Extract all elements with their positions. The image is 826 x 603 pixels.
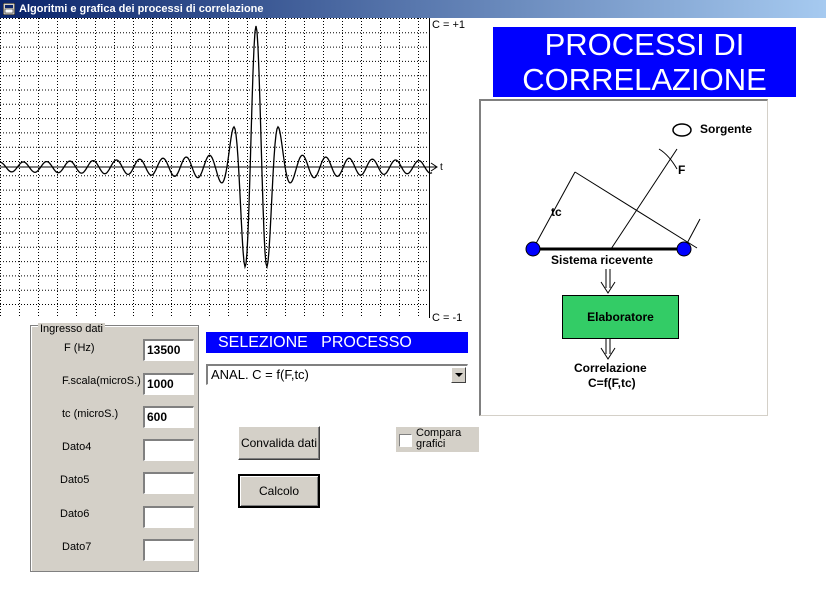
- graph-axis-label: t: [440, 162, 443, 173]
- graph-bottom-label: C = -1: [432, 312, 463, 324]
- correlation-graph: [0, 18, 438, 318]
- dato6-field[interactable]: [143, 506, 194, 528]
- window-title: Algoritmi e grafica dei processi di corr…: [19, 3, 264, 15]
- app-icon: [3, 3, 15, 15]
- selection-header: SELEZIONE PROCESSO: [206, 332, 468, 353]
- output-label-2: C=f(F,tc): [588, 376, 636, 390]
- dato5-field[interactable]: [143, 472, 194, 494]
- arrow-down-icon: [600, 269, 616, 294]
- source-label: Sorgente: [700, 122, 753, 136]
- source-ray: [610, 148, 678, 250]
- checkbox-box[interactable]: [399, 434, 412, 447]
- field-label-dato5: Dato5: [60, 474, 90, 486]
- scale-field[interactable]: 1000: [143, 373, 194, 395]
- title-bar[interactable]: Algoritmi e grafica dei processi di corr…: [0, 0, 826, 18]
- receiver-left-icon: [525, 241, 541, 257]
- compute-button[interactable]: Calcolo: [238, 474, 320, 508]
- graph-top-label: C = +1: [432, 19, 466, 31]
- f-field[interactable]: 13500: [143, 339, 194, 361]
- field-label-tc: tc (microS.): [62, 408, 119, 420]
- axis-arrow-icon: [430, 162, 438, 172]
- wavefront-arc: [658, 148, 678, 170]
- process-diagram: Sorgente F tc Sistema ricevente Elaborat…: [479, 99, 768, 416]
- correlation-curve: [0, 25, 433, 270]
- tc-line: [532, 171, 576, 250]
- diagram-drawing: [525, 123, 701, 360]
- process-select[interactable]: ANAL. C = f(F,tc): [206, 364, 468, 385]
- compare-checkbox-label: Compara grafici: [416, 427, 462, 450]
- chevron-down-icon[interactable]: [451, 367, 466, 383]
- panel-title-line2: CORRELAZIONE: [522, 62, 767, 97]
- field-label-dato6: Dato6: [60, 508, 90, 520]
- wavefront-line: [574, 171, 698, 249]
- process-select-value: ANAL. C = f(F,tc): [211, 367, 309, 382]
- panel-title: PROCESSI DI CORRELAZIONE: [493, 27, 796, 97]
- receiver-label: Sistema ricevente: [551, 253, 654, 267]
- dato4-field[interactable]: [143, 439, 194, 461]
- tc-field[interactable]: 600: [143, 406, 194, 428]
- dato7-field[interactable]: [143, 539, 194, 561]
- field-label-dato7: Dato7: [62, 541, 92, 553]
- processor-box: Elaboratore: [562, 295, 679, 339]
- compare-checkbox[interactable]: Compara grafici: [396, 427, 479, 452]
- receiver-right-icon: [676, 241, 692, 257]
- input-group: Ingresso dati F (Hz) 13500 F.scala(micro…: [30, 323, 199, 572]
- source-icon: [672, 123, 692, 137]
- panel-title-line1: PROCESSI DI: [544, 27, 745, 62]
- field-label-f: F (Hz): [64, 342, 95, 354]
- tc-label: tc: [551, 205, 562, 219]
- output-label-1: Correlazione: [574, 361, 647, 375]
- field-label-dato4: Dato4: [62, 441, 92, 453]
- validate-button[interactable]: Convalida dati: [238, 426, 320, 460]
- f-label: F: [678, 163, 686, 177]
- field-label-scale: F.scala(microS.): [62, 375, 141, 387]
- input-group-legend: Ingresso dati: [38, 323, 105, 335]
- arrow-down-icon: [600, 339, 616, 360]
